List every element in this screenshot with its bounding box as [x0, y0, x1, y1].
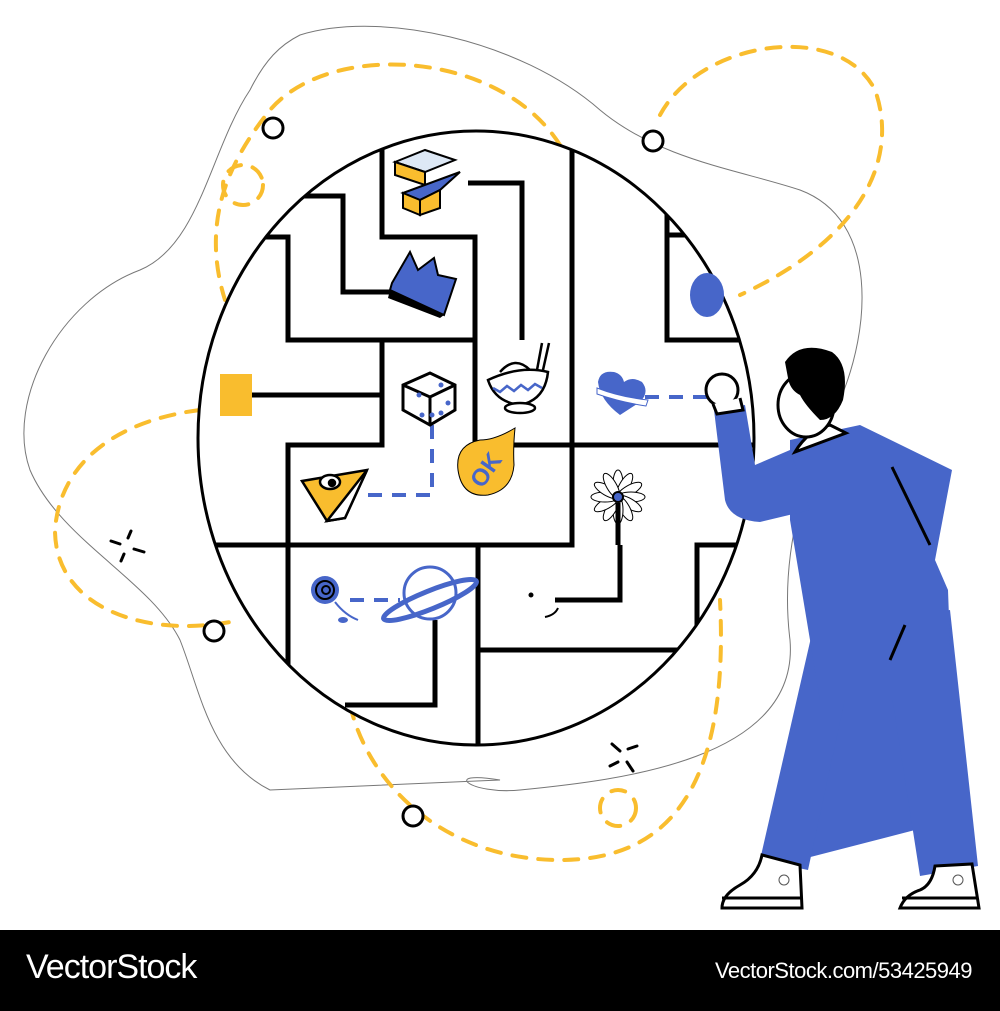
yellow-square-icon — [220, 374, 252, 416]
background-blob-outline — [23, 25, 863, 792]
eye-triangle-icon — [299, 468, 370, 523]
watermark-footer: VectorStock VectorStock.com/53425949 — [0, 930, 1000, 1011]
rose-icon — [311, 576, 359, 623]
daisy-icon — [590, 469, 646, 545]
path-connector — [350, 395, 720, 602]
maze-illustration: OK — [23, 25, 981, 910]
ok-bubble-icon: OK — [457, 427, 516, 496]
noodle-bowl-icon — [486, 342, 551, 415]
gift-box-icon — [392, 148, 461, 217]
heart-icon — [596, 371, 649, 415]
sparkle-icon — [109, 529, 639, 773]
brand-logo: VectorStock — [26, 948, 197, 986]
image-reference: VectorStock.com/53425949 — [714, 958, 973, 983]
ring-markers — [202, 116, 665, 828]
maze-walls — [200, 140, 753, 744]
dice-icon — [401, 371, 457, 427]
planet-icon — [381, 565, 479, 624]
crown-icon — [388, 249, 458, 318]
dashed-path — [52, 44, 885, 863]
blue-dot-icon — [690, 273, 724, 317]
person-figure — [704, 347, 981, 910]
smile-mark — [528, 592, 559, 618]
